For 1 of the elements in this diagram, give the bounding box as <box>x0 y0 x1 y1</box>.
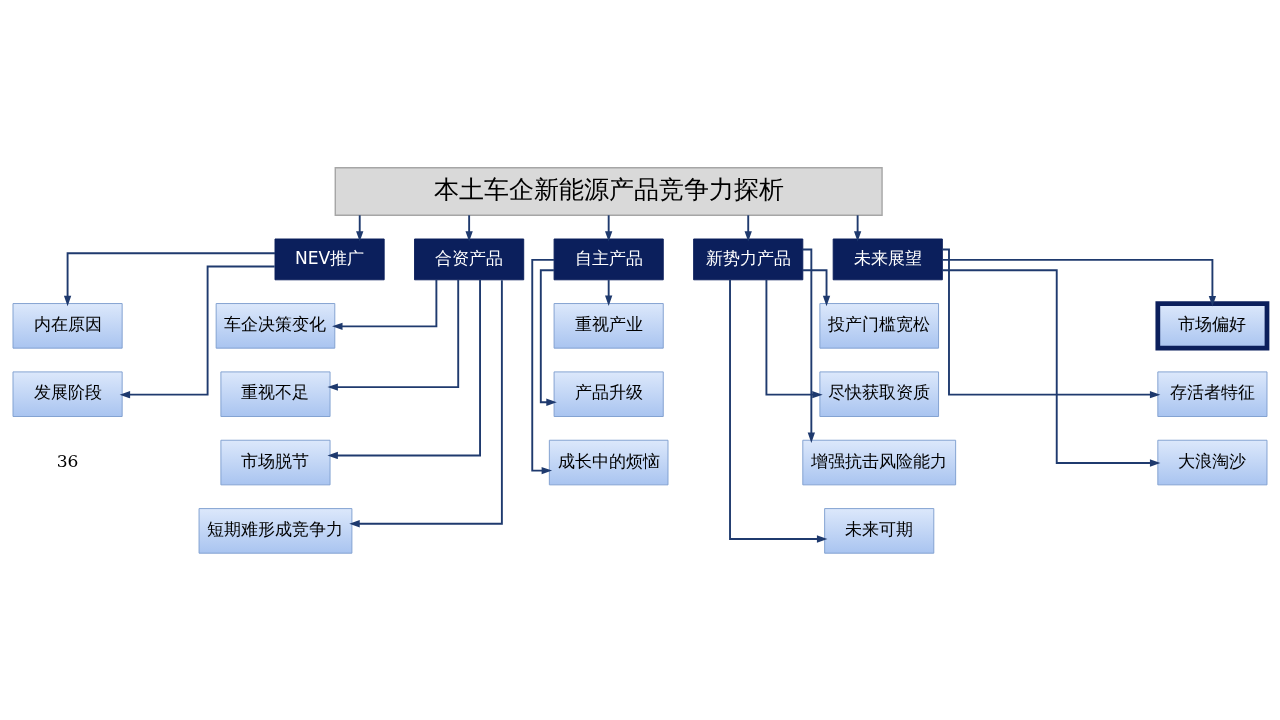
label: 36 <box>56 450 79 471</box>
